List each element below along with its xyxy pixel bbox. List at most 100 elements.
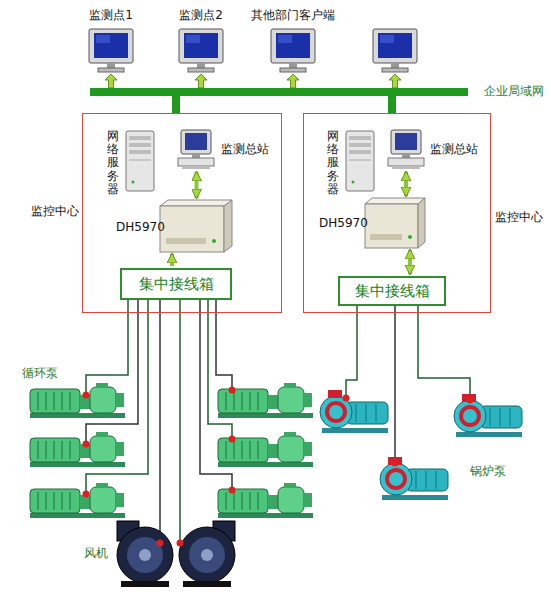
monitor-label: 其他部门客户端: [251, 8, 335, 22]
sensor-dot: [83, 392, 90, 399]
device-side: [224, 200, 232, 252]
data-link-arrow: [195, 172, 199, 198]
sensor-wire: [216, 300, 232, 387]
boiler-pump: [320, 390, 388, 433]
circulation-pump: [218, 383, 313, 418]
device-led: [408, 235, 412, 239]
server-node: 网络服务器: [345, 130, 375, 192]
lan-arrow: [287, 74, 299, 88]
control-center-region: 监控中心网络服务器监测总站DH5970集中接线箱: [303, 113, 491, 313]
sensor-wire: [346, 306, 357, 395]
sensor-dot: [157, 540, 164, 547]
junction-box: 集中接线箱: [338, 276, 446, 306]
sensor-dot: [83, 491, 90, 498]
server-icon: [126, 131, 154, 191]
control-center-region: 监控中心网络服务器监测总站DH5970集中接线箱: [82, 113, 282, 313]
server-icon: [346, 131, 374, 191]
network-label: 企业局域网: [484, 84, 544, 98]
lan-bus: [90, 88, 468, 96]
sensor-dot: [83, 441, 90, 448]
sensor-wire: [394, 306, 396, 460]
lan-drop: [388, 92, 396, 113]
computer-icon: [178, 130, 214, 169]
group-label: 循环泵: [22, 366, 58, 380]
station-label: 监测总站: [430, 142, 478, 156]
lan-arrow: [105, 74, 117, 88]
station-node: 监测总站: [178, 130, 215, 170]
daq-node: DH5970: [160, 200, 232, 252]
sensor-wire: [159, 300, 161, 540]
sensor-wire: [86, 300, 138, 441]
monitor-node: 监测点2: [178, 28, 224, 72]
monitor-label: 监测点2: [179, 8, 223, 22]
group-label: 锅炉泵: [470, 464, 506, 478]
data-link-arrow: [170, 254, 174, 266]
box-label: 集中接线箱: [355, 282, 430, 300]
circulation-pump: [218, 483, 313, 518]
computer-icon: [388, 130, 424, 169]
sensor-dots: [83, 387, 474, 547]
device-slot: [166, 238, 206, 244]
sensor-dot: [229, 436, 236, 443]
boiler-pump: [454, 394, 522, 437]
monitor-icon: [271, 29, 315, 72]
sensor-wire: [179, 300, 181, 540]
sensor-wire: [86, 300, 128, 392]
sensor-dot: [392, 460, 399, 467]
data-link-arrow: [404, 172, 408, 196]
circulation-pump: [30, 483, 125, 518]
circulation-pump: [30, 432, 125, 467]
monitor-icon: [373, 29, 417, 72]
daq-node: DH5970: [365, 198, 425, 248]
device-side: [418, 198, 425, 248]
label-holder: 风机: [84, 546, 108, 560]
device-label: DH5970: [116, 220, 165, 234]
lan-arrow: [389, 74, 401, 88]
sensor-wires: [86, 300, 470, 540]
server-label: 网络服务器: [327, 130, 339, 196]
sensor-dot: [177, 540, 184, 547]
device-front: [160, 206, 224, 252]
station-label: 监测总站: [221, 142, 269, 156]
monitor-node: 监测点1: [88, 28, 134, 72]
sensor-dot: [467, 397, 474, 404]
boiler-pump: [380, 457, 448, 500]
monitor-icon: [179, 29, 223, 72]
lan-arrow: [195, 74, 207, 88]
monitor-label: 监测点1: [89, 8, 133, 22]
device-label: DH5970: [319, 216, 368, 230]
daq-device-icon: [160, 200, 232, 252]
circulation-pump: [218, 432, 313, 467]
monitor-icon: [89, 29, 133, 72]
fan: [179, 521, 235, 587]
label-holder: 循环泵: [22, 366, 58, 380]
monitor-node: 其他部门客户端: [270, 28, 316, 72]
server-node: 网络服务器: [125, 130, 155, 192]
device-slot: [370, 234, 402, 240]
region-label: 监控中心: [31, 204, 79, 218]
device-front: [365, 204, 418, 248]
data-link-arrow: [408, 250, 412, 274]
box-label: 集中接线箱: [139, 275, 214, 293]
sensor-dot: [343, 395, 350, 402]
station-node: 监测总站: [388, 130, 424, 170]
sensor-dot: [229, 387, 236, 394]
server-label: 网络服务器: [107, 130, 119, 196]
daq-device-icon: [365, 198, 425, 248]
device-led: [212, 239, 216, 243]
group-label: 风机: [84, 546, 108, 560]
region-label: 监控中心: [495, 210, 543, 224]
lan-drop: [172, 92, 180, 113]
device-top: [365, 198, 425, 204]
sensor-dot: [229, 487, 236, 494]
fan: [117, 521, 173, 587]
circulation-pump: [30, 383, 125, 418]
label-holder: 企业局域网: [484, 84, 544, 98]
junction-box: 集中接线箱: [120, 268, 232, 300]
label-holder: 锅炉泵: [470, 464, 506, 478]
device-top: [160, 200, 232, 206]
sensor-wire: [418, 306, 470, 397]
